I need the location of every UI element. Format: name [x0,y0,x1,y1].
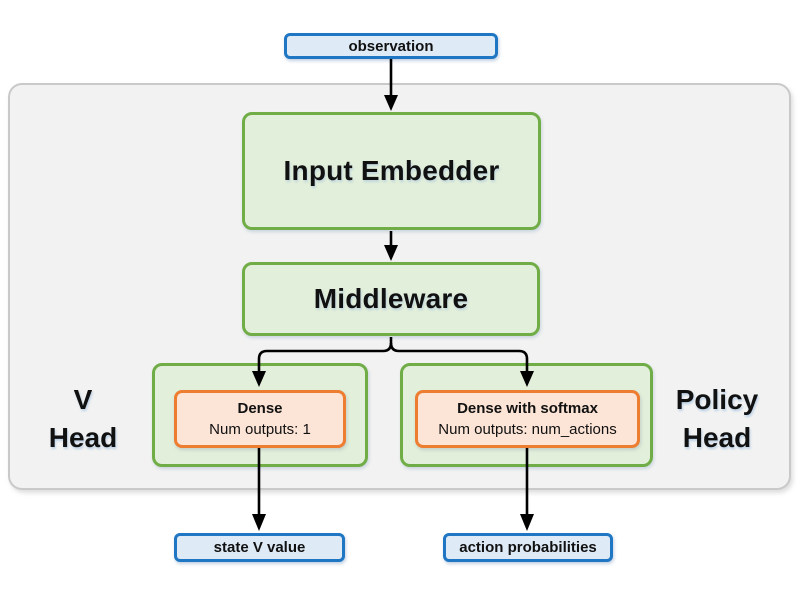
action-probabilities-label: action probabilities [459,539,597,556]
dense-subtitle: Num outputs: 1 [209,421,311,438]
state-v-value-label: state V value [213,539,306,556]
policy-head-label: Policy Head [675,384,759,453]
dense-softmax-node: Dense with softmax Num outputs: num_acti… [415,390,640,448]
middleware-label: Middleware [313,283,469,314]
dense-softmax-title: Dense with softmax [457,400,598,417]
input-embedder-label: Input Embedder [283,155,500,186]
dense-softmax-subtitle: Num outputs: num_actions [438,421,617,438]
dense-node: Dense Num outputs: 1 [174,390,346,448]
v-head-label: V Head [48,384,118,453]
middleware-node: Middleware [242,262,540,336]
dense-title: Dense [237,400,283,417]
action-probabilities-node: action probabilities [443,533,613,562]
input-embedder-node: Input Embedder [242,112,541,230]
observation-label: observation [348,37,434,55]
state-v-value-node: state V value [174,533,345,562]
observation-node: observation [284,33,498,59]
